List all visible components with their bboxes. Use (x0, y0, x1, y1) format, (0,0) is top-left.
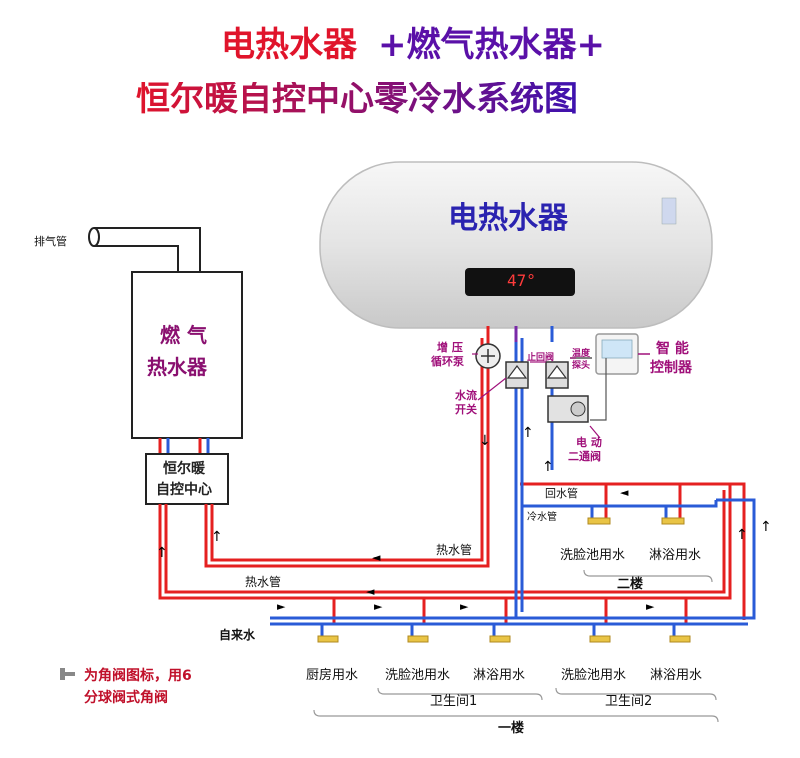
group-braces (313, 569, 719, 723)
floor1-fixture-shower-2: 淋浴用水 (650, 668, 703, 683)
temp-probe-label-line1: 温度 (572, 349, 591, 359)
floor1-fixture-washbasin-1: 洗脸池用水 (385, 668, 451, 683)
flow-switch-label-line2: 开关 (455, 403, 477, 416)
cold-pipe-label: 冷水管 (527, 512, 557, 523)
arrow-up-icon: ↑ (760, 519, 772, 535)
title-electric-heater: 电热水器 (221, 25, 357, 65)
arrow-left-icon: ◄ (372, 551, 381, 564)
hot-pipe-label-upper: 热水管 (436, 543, 473, 557)
label-pointers (472, 353, 601, 439)
motor-valve-label-line2: 二通阀 (568, 450, 601, 463)
arrow-left-icon: ◄ (366, 585, 375, 598)
floor2-fixture-washbasin: 洗脸池用水 (560, 548, 626, 563)
gas-water-heater (88, 227, 243, 439)
pump-label-line2: 循环泵 (431, 355, 464, 368)
arrow-right-icon: ► (374, 600, 383, 613)
pump-label-line1: 增 压 (437, 341, 463, 354)
floor1-label: 一楼 (498, 721, 525, 736)
arrow-up-icon: ↑ (156, 545, 168, 561)
arrow-left-icon: ◄ (620, 486, 629, 499)
control-center-box (145, 453, 229, 505)
bathroom1-label: 卫生间1 (430, 694, 478, 709)
floor1-fixture-washbasin-2: 洗脸池用水 (561, 668, 627, 683)
control-center-label-line2: 自控中心 (156, 482, 212, 498)
note-line2: 分球阀式角阀 (84, 690, 168, 706)
gas-to-center-pipes (158, 438, 210, 454)
gas-heater-label-line2: 热水器 (147, 355, 207, 379)
gas-heater-label-line1: 燃 气 (160, 323, 207, 347)
heater-display-panel (465, 268, 575, 296)
arrow-right-icon: ► (277, 600, 286, 613)
floor2-label: 二楼 (617, 577, 644, 592)
mains-water-label: 自来水 (219, 628, 256, 642)
return-pipe-label: 回水管 (545, 487, 578, 500)
arrow-right-icon: ► (646, 600, 655, 613)
heater-label: 电热水器 (448, 201, 568, 236)
temp-probe-label-line2: 探头 (572, 361, 591, 371)
heater-rating-label (661, 197, 677, 225)
electric-water-heater (319, 161, 713, 329)
arrow-up-icon: ↑ (211, 529, 223, 545)
fixture-valves (317, 517, 691, 643)
bathroom2-label: 卫生间2 (605, 694, 653, 709)
note-line1: 为角阀图标，用6 (84, 668, 192, 684)
heater-outlet-pipes (486, 326, 554, 342)
title-gas-heater: +燃气热水器+ (378, 25, 605, 65)
heater-temperature-display: 47° (507, 271, 536, 290)
arrow-up-icon: ↑ (542, 459, 554, 475)
control-center-label-line1: 恒尔暖 (163, 461, 205, 477)
controller-label-line1: 智 能 (656, 341, 689, 357)
check-valve-label: 止回阀 (527, 353, 555, 363)
angle-valve-legend-icon (60, 668, 75, 680)
arrow-down-icon: ↓ (479, 433, 491, 449)
flow-switch-label-line1: 水流 (455, 389, 477, 402)
exhaust-pipe-label: 排气管 (34, 235, 67, 248)
title-system-diagram: 恒尔暖自控中心零冷水系统图 (136, 79, 578, 119)
exhaust-pipe-icon (88, 227, 100, 247)
hot-water-pipes (158, 338, 746, 624)
floor1-fixture-kitchen: 厨房用水 (306, 668, 359, 683)
valve-assembly (475, 343, 592, 423)
arrow-right-icon: ► (460, 600, 469, 613)
motor-valve-label-line1: 电 动 (576, 436, 602, 449)
controller-label-line2: 控制器 (650, 360, 692, 376)
hot-pipe-label-lower: 热水管 (245, 575, 282, 589)
arrow-up-icon: ↑ (522, 425, 534, 441)
arrow-up-icon: ↑ (736, 527, 748, 543)
floor1-fixture-shower-1: 淋浴用水 (473, 668, 526, 683)
smart-controller (590, 333, 650, 421)
floor2-fixture-shower: 淋浴用水 (649, 548, 702, 563)
